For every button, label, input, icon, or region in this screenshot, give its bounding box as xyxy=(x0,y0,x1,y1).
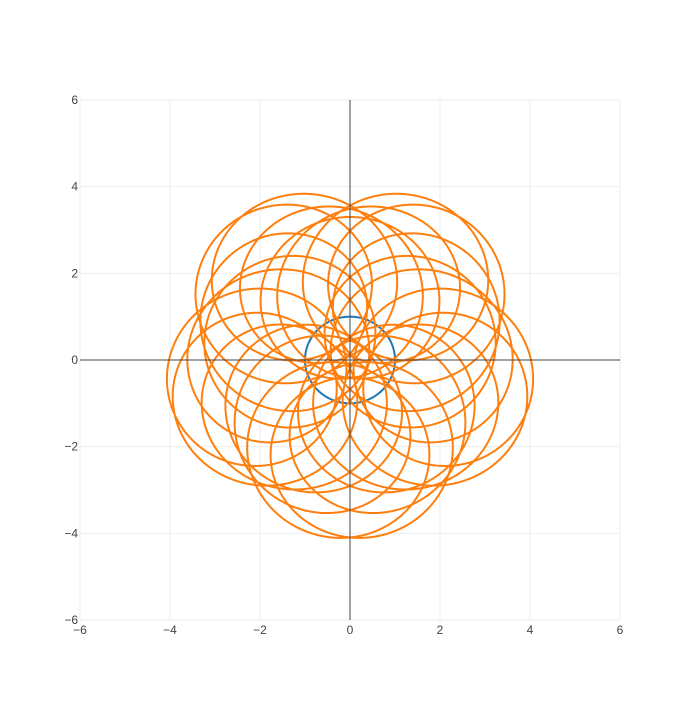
zero-lines xyxy=(80,100,620,620)
tick-labels: −6 −4 −2 0 2 4 6 −6 −4 −2 0 2 4 6 xyxy=(64,93,623,637)
x-tick-label: −2 xyxy=(253,623,267,637)
x-tick-label: 0 xyxy=(347,623,354,637)
x-tick-label: 6 xyxy=(617,623,624,637)
y-tick-label: −4 xyxy=(64,526,78,540)
y-tick-label: 4 xyxy=(71,180,78,194)
y-tick-label: 0 xyxy=(71,353,78,367)
y-tick-label: 6 xyxy=(71,93,78,107)
y-tick-label: −6 xyxy=(64,613,78,627)
x-tick-label: −4 xyxy=(163,623,177,637)
x-tick-label: 2 xyxy=(437,623,444,637)
y-tick-label: −2 xyxy=(64,440,78,454)
y-tick-label: 2 xyxy=(71,266,78,280)
x-tick-label: −6 xyxy=(73,623,87,637)
x-tick-label: 4 xyxy=(527,623,534,637)
